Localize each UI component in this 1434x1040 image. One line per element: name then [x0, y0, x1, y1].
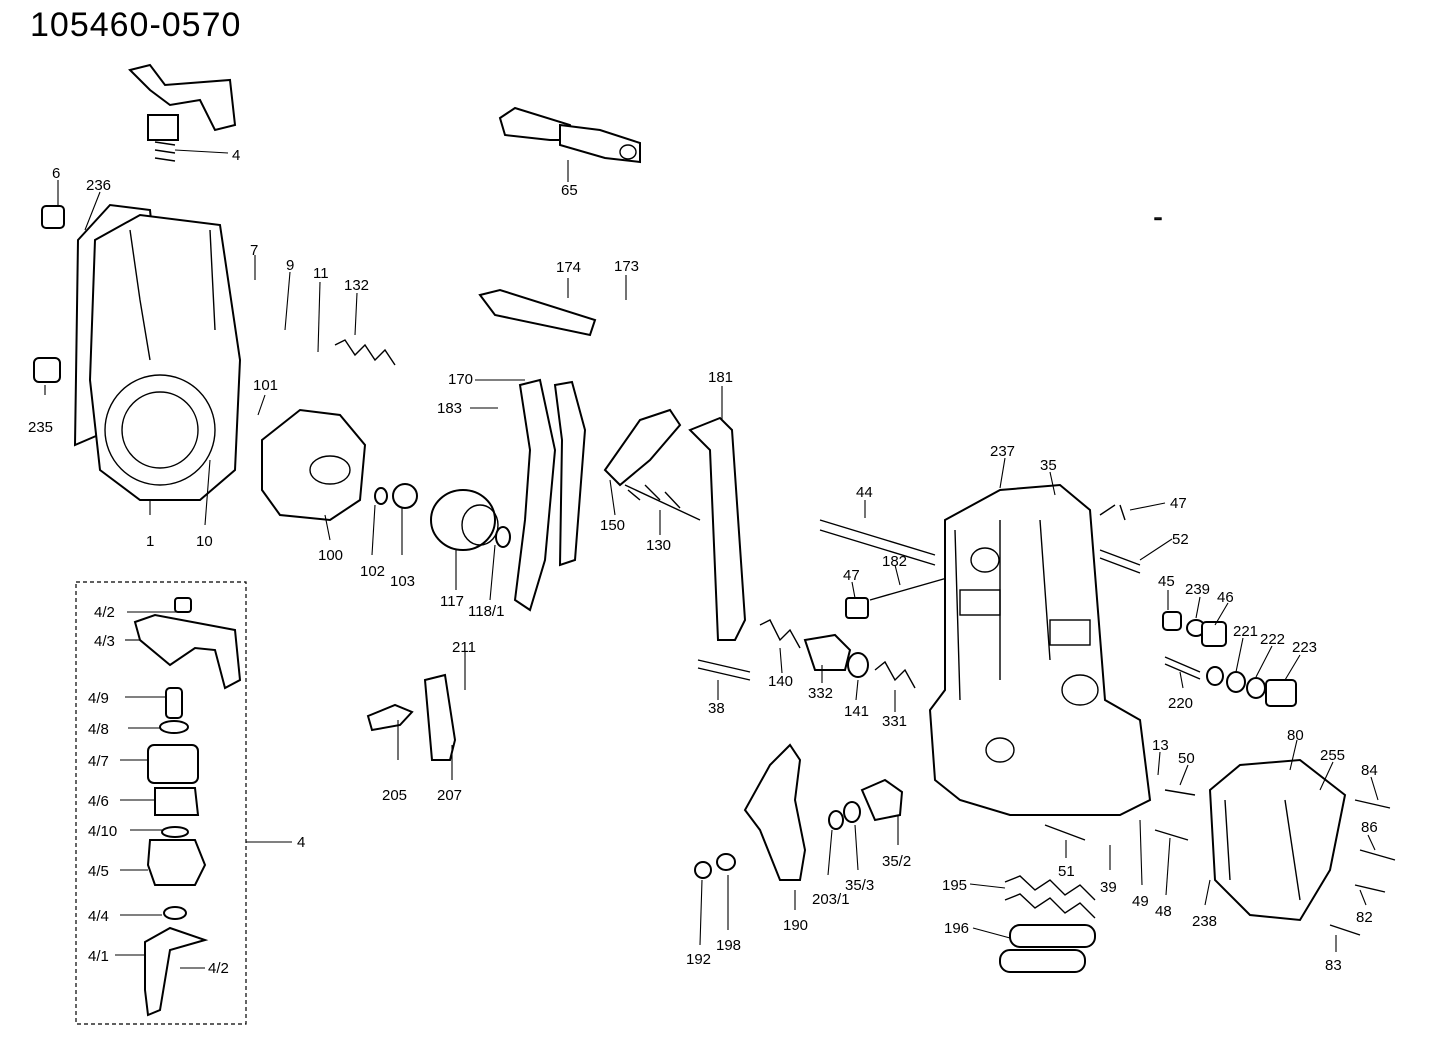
- callout-39: 39: [1100, 879, 1117, 896]
- callout-44: 44: [856, 484, 873, 501]
- callout-4-8: 4/8: [88, 721, 109, 738]
- callout-83: 83: [1325, 957, 1342, 974]
- callout-221: 221: [1233, 623, 1258, 640]
- callout-9: 9: [286, 257, 294, 274]
- callout-223: 223: [1292, 639, 1317, 656]
- callout-195: 195: [942, 877, 967, 894]
- callout-235: 235: [28, 419, 53, 436]
- governor-housing-drawing: [33, 63, 242, 501]
- callout-11: 11: [313, 265, 329, 282]
- callout-86: 86: [1361, 819, 1378, 836]
- callout-255: 255: [1320, 747, 1345, 764]
- callout-101: 101: [253, 377, 278, 394]
- callout-4-6: 4/6: [88, 793, 109, 810]
- callout-4-2b: 4/2: [208, 960, 229, 977]
- callout-130: 130: [646, 537, 671, 554]
- callout-4-2a: 4/2: [94, 604, 115, 621]
- callout-140: 140: [768, 673, 793, 690]
- callout-35-2: 35/2: [882, 853, 911, 870]
- callout-236: 236: [86, 177, 111, 194]
- callout-103: 103: [390, 573, 415, 590]
- spring-pin-set-drawing: [999, 875, 1096, 973]
- main-housing-drawing: [928, 483, 1347, 922]
- callout-46: 46: [1217, 589, 1234, 606]
- callout-196: 196: [944, 920, 969, 937]
- callout-203-1: 203/1: [812, 891, 850, 908]
- callout-51: 51: [1058, 863, 1075, 880]
- callout-47b: 47: [1170, 495, 1187, 512]
- callout-205: 205: [382, 787, 407, 804]
- callout-181: 181: [708, 369, 733, 386]
- callout-100: 100: [318, 547, 343, 564]
- callout-118-1: 118/1: [468, 603, 504, 620]
- callout-190: 190: [783, 917, 808, 934]
- callout-35: 35: [1040, 457, 1057, 474]
- callout-7: 7: [250, 242, 258, 259]
- leader-lines: [44, 149, 1379, 969]
- flyweight-assembly-drawing: [261, 408, 511, 551]
- inset-assembly-4-drawing: [75, 581, 247, 1025]
- callout-4-7: 4/7: [88, 753, 109, 770]
- callout-207: 207: [437, 787, 462, 804]
- callout-239: 239: [1185, 581, 1210, 598]
- stray-mark: [1154, 217, 1162, 221]
- callout-35-3: 35/3: [845, 877, 874, 894]
- callout-10: 10: [196, 533, 213, 550]
- callout-45: 45: [1158, 573, 1175, 590]
- callout-237: 237: [990, 443, 1015, 460]
- callout-4-9: 4/9: [88, 690, 109, 707]
- callout-220: 220: [1168, 695, 1193, 712]
- callout-4-1: 4/1: [88, 948, 109, 965]
- callout-82: 82: [1356, 909, 1373, 926]
- callout-173: 173: [614, 258, 639, 275]
- callout-48: 48: [1155, 903, 1172, 920]
- callout-4-10: 4/10: [88, 823, 117, 840]
- callout-222: 222: [1260, 631, 1285, 648]
- callout-332: 332: [808, 685, 833, 702]
- callout-132: 132: [344, 277, 369, 294]
- callout-49: 49: [1132, 893, 1149, 910]
- callout-4-3: 4/3: [94, 633, 115, 650]
- callout-331: 331: [882, 713, 907, 730]
- callout-174: 174: [556, 259, 581, 276]
- callout-38: 38: [708, 700, 725, 717]
- callout-50: 50: [1178, 750, 1195, 767]
- callout-117: 117: [440, 593, 464, 610]
- diagram-title: 105460-0570: [30, 6, 242, 44]
- callout-141: 141: [844, 703, 869, 720]
- callout-52: 52: [1172, 531, 1189, 548]
- callout-192: 192: [686, 951, 711, 968]
- callout-80: 80: [1287, 727, 1304, 744]
- callout-13: 13: [1152, 737, 1169, 754]
- callout-183: 183: [437, 400, 462, 417]
- callout-4-5: 4/5: [88, 863, 109, 880]
- right-fasteners-drawing: [1044, 504, 1396, 936]
- callout-238: 238: [1192, 913, 1217, 930]
- callout-4-top: 4: [232, 147, 240, 164]
- callout-170: 170: [448, 371, 473, 388]
- callout-150: 150: [600, 517, 625, 534]
- callout-6: 6: [52, 165, 60, 182]
- callout-102: 102: [360, 563, 385, 580]
- callout-47a: 47: [843, 567, 860, 584]
- callout-84: 84: [1361, 762, 1378, 779]
- callout-labels: 4 6 236 7 9 11 132 101 235 1 10 100 102 …: [28, 147, 1378, 977]
- callout-198: 198: [716, 937, 741, 954]
- callout-4-box: 4: [297, 834, 305, 851]
- stop-lever-drawing: [694, 743, 904, 881]
- shaft-drawing: [498, 106, 641, 164]
- callout-1: 1: [146, 533, 154, 550]
- callout-4-4: 4/4: [88, 908, 109, 925]
- callout-182: 182: [882, 553, 907, 570]
- lever-linkage-drawing: [366, 288, 747, 761]
- callout-65: 65: [561, 182, 578, 199]
- callout-211: 211: [452, 639, 476, 656]
